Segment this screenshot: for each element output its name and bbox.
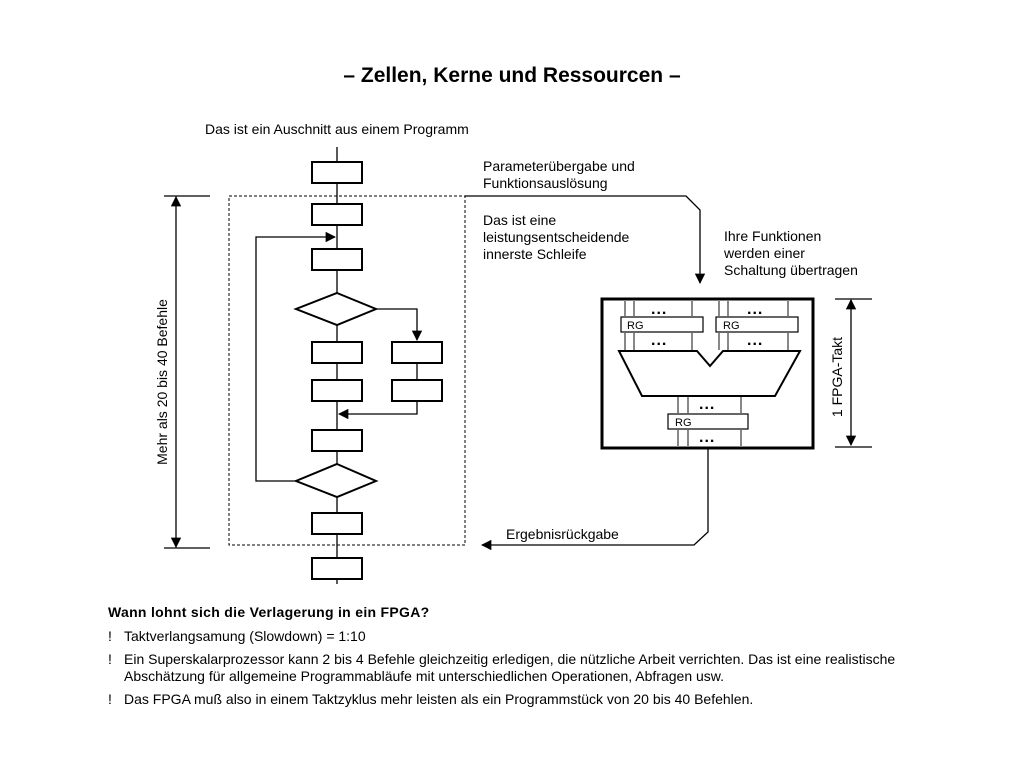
diagram-canvas: – Zellen, Kerne und Ressourcen – Das ist… xyxy=(154,64,872,584)
merge-arrow xyxy=(337,401,418,420)
flow-box-4 xyxy=(311,341,363,364)
register-2 xyxy=(715,316,799,333)
flow-box-7 xyxy=(311,512,363,535)
program-caption: Das ist ein Auschnitt aus einem Programm xyxy=(205,121,469,137)
bullet-item: ! Das FPGA muß also in einem Taktzyklus … xyxy=(108,691,928,708)
instruction-count-label: Mehr als 20 bis 40 Befehle xyxy=(154,299,170,465)
bullet-text-3: Das FPGA muß also in einem Taktzyklus me… xyxy=(124,691,754,707)
register-2-label: RG xyxy=(723,320,740,332)
dots-1: ... xyxy=(651,301,667,318)
loop-label: Das ist eine leistungsentscheidende inne… xyxy=(483,212,633,262)
functions-label: Ihre Funktionen werden einer Schaltung ü… xyxy=(723,228,858,278)
loop-label-line-1: Das ist eine xyxy=(483,212,556,228)
flow-decision-1 xyxy=(293,291,379,327)
flow-box-8 xyxy=(311,557,363,580)
dots-3: ... xyxy=(651,332,667,349)
branch-arrow xyxy=(376,308,423,342)
dots-5: ... xyxy=(699,396,715,413)
section-heading: Wann lohnt sich die Verlagerung in ein F… xyxy=(108,604,430,620)
bullet-text-2: Ein Superskalarprozessor kann 2 bis 4 Be… xyxy=(124,651,896,684)
param-label-line-2: Funktionsauslösung xyxy=(483,175,608,191)
flow-box-5 xyxy=(311,379,363,402)
result-label: Ergebnisrückgabe xyxy=(506,526,619,542)
flow-box-1 xyxy=(311,161,363,184)
param-label: Parameterübergabe und Funktionsauslösung xyxy=(483,158,639,191)
param-transfer-arrow xyxy=(465,195,706,285)
program-section-frame xyxy=(228,195,466,546)
functions-label-line-2: werden einer xyxy=(723,245,805,261)
text-section: Wann lohnt sich die Verlagerung in ein F… xyxy=(108,604,928,714)
flow-decision-2 xyxy=(293,462,379,499)
register-3 xyxy=(667,413,749,430)
param-label-line-1: Parameterübergabe und xyxy=(483,158,635,174)
dots-4: ... xyxy=(747,332,763,349)
bullet-item: ! Taktverlangsamung (Slowdown) = 1:10 xyxy=(108,628,928,645)
flow-box-6 xyxy=(311,429,363,452)
flow-box-3 xyxy=(311,248,363,271)
loop-label-line-2: leistungsentscheidende xyxy=(483,229,630,245)
loop-label-line-3: innerste Schleife xyxy=(483,246,587,262)
flow-box-2 xyxy=(311,203,363,226)
flow-box-branch-1 xyxy=(391,341,443,364)
functions-label-line-1: Ihre Funktionen xyxy=(724,228,821,244)
alu-block xyxy=(617,350,802,397)
fpga-clock-label: 1 FPGA-Takt xyxy=(829,337,845,417)
flow-box-branch-2 xyxy=(391,379,443,402)
fpga-wires xyxy=(624,300,789,447)
bullet-mark: ! xyxy=(108,691,112,707)
dots-6: ... xyxy=(699,429,715,446)
dots-2: ... xyxy=(747,301,763,318)
bullet-text-1: Taktverlangsamung (Slowdown) = 1:10 xyxy=(124,628,366,644)
register-1 xyxy=(620,316,704,333)
register-3-label: RG xyxy=(675,417,692,429)
register-1-label: RG xyxy=(627,320,644,332)
result-return-arrow xyxy=(480,448,709,551)
loop-back-arrow xyxy=(255,231,337,482)
bullet-mark: ! xyxy=(108,628,112,644)
functions-label-line-3: Schaltung übertragen xyxy=(724,262,858,278)
page-title: – Zellen, Kerne und Ressourcen – xyxy=(343,64,681,87)
bullet-mark: ! xyxy=(108,651,112,667)
bullet-item: ! Ein Superskalarprozessor kann 2 bis 4 … xyxy=(108,651,928,685)
